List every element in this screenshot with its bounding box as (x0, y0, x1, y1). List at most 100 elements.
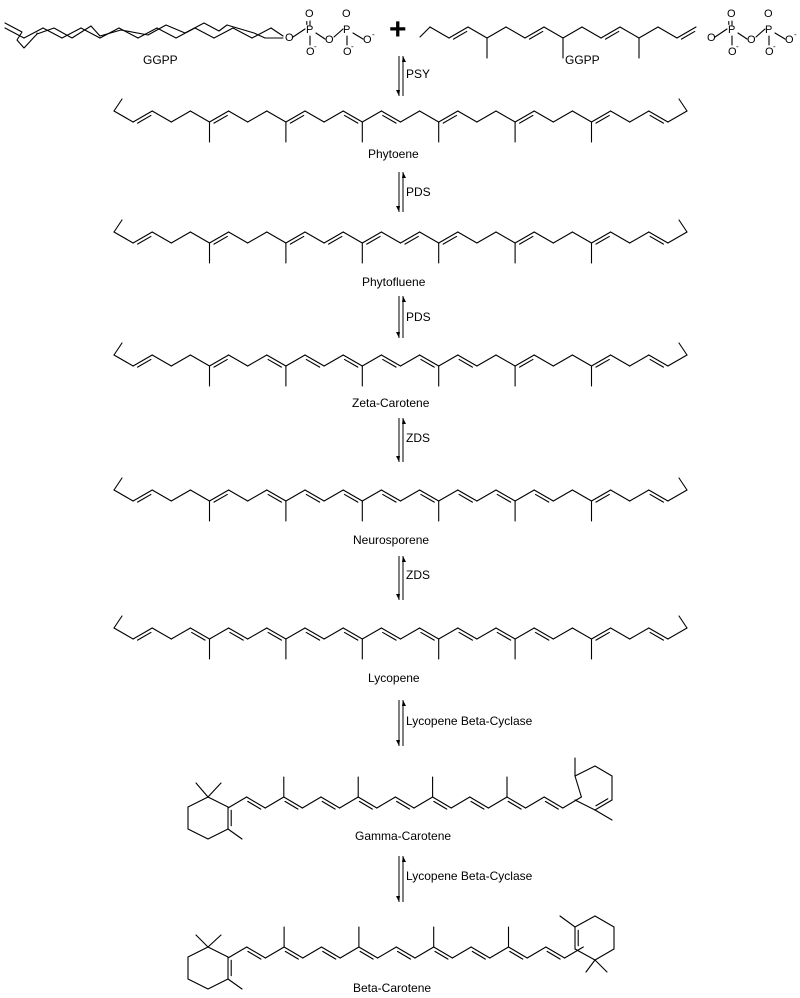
zeta-carotene-double-12 (342, 354, 363, 367)
lycopene-bond-21 (514, 627, 535, 640)
gamma-carotene-label: Gamma-Carotene (355, 829, 451, 843)
gamma-ring-bond-3 (187, 828, 209, 840)
beta-chain-double-13 (470, 946, 491, 959)
gamma-chain-double-11-second (433, 800, 448, 810)
beta-chain-double-3 (283, 946, 304, 959)
arrow-lcyb-2-up-head (402, 856, 406, 862)
lycopene-double-14 (380, 627, 402, 640)
lycopene-bond-17 (438, 627, 459, 640)
ggpp-right-bond-8 (581, 26, 602, 39)
beta-chain-double-1-second (247, 950, 262, 960)
phytoene-bond-20 (495, 110, 516, 123)
phytoene-bond-4 (189, 110, 211, 123)
phytofluene-bond-22 (533, 231, 554, 244)
phytoene-bond-23 (552, 110, 573, 123)
phytoene-bond-3 (170, 110, 191, 123)
phytofluene-double-9 (285, 231, 306, 244)
phytoene-double-17-second (442, 114, 458, 124)
beta-ring-left-bond-0 (207, 946, 229, 958)
zeta-carotene-bond-6 (228, 354, 249, 367)
gamma-chain-double-15 (506, 796, 527, 809)
ggpp-right-diphosphate-p1: P (728, 24, 735, 36)
neurosporene-double-12-second (343, 493, 359, 503)
lycopene-structure (113, 615, 688, 660)
zeta-carotene-double-5 (208, 354, 230, 367)
phytoene-bond-8 (266, 110, 287, 123)
zeta-carotene-double-14 (380, 354, 402, 367)
beta-chain-double-17-second (546, 950, 561, 960)
zeta-carotene-bond-26 (610, 354, 631, 367)
neurosporene-double-14 (380, 489, 402, 502)
lycopene-bond-9 (285, 627, 306, 640)
lycopene-double-18-second (458, 631, 473, 641)
phytofluene-bond-8 (266, 231, 287, 244)
ggpp-left-diphosphate-o1: O (285, 32, 294, 44)
beta-chain-double-11 (433, 946, 453, 959)
ggpp-right-diphosphate-minus-1: - (736, 42, 739, 51)
plus-sign: + (389, 13, 407, 46)
zeta-carotene-double-5-second (213, 358, 228, 368)
arrow-psy-up-head (402, 56, 406, 62)
beta-chain-bond-8 (377, 946, 397, 959)
lycopene-bond-2 (151, 627, 172, 640)
enzyme-lcyb-2-label: Lycopene Beta-Cyclase (406, 869, 533, 883)
gamma-ring-methyl (227, 828, 243, 840)
neurosporene-bond-21 (514, 489, 535, 502)
enzyme-lcyb-1-label: Lycopene Beta-Cyclase (406, 714, 533, 728)
zeta-carotene-double-21-second (519, 358, 534, 368)
ggpp-right-diphosphate-bond-6 (774, 32, 786, 40)
ggpp-right-double-1 (448, 26, 469, 39)
phytoene-double-9 (285, 110, 306, 123)
ggpp-right-diphosphate-minus-3: - (794, 30, 797, 39)
phytoene-double-17 (438, 110, 459, 123)
zeta-carotene-bond-2 (151, 354, 172, 367)
beta-chain-double-9 (395, 946, 416, 959)
ggpp-left-diphosphate-bond-6 (352, 32, 364, 40)
zeta-carotene-terminal-a (113, 342, 123, 356)
phytoene-double-14 (380, 110, 402, 123)
gamma-chain-double-1 (246, 796, 266, 809)
phytofluene-double-15-second (404, 235, 419, 245)
neurosporene-double-14-second (382, 493, 397, 503)
lycopene-double-22 (533, 627, 554, 640)
zeta-carotene-structure (113, 342, 688, 387)
gamma-tail-double-second (595, 798, 609, 807)
ggpp-right-double-5-second (528, 30, 544, 40)
lycopene-double-8-second (267, 631, 282, 641)
phytofluene-double-13 (361, 231, 382, 244)
ggpp-right-diphosphate-bond-4 (755, 28, 766, 38)
ggpp-right-double-1-second (452, 30, 468, 40)
ggpp-left-skeleton (4, 22, 284, 49)
gamma-chain-double-7 (357, 796, 378, 809)
gamma-gem-methyl-a (195, 782, 209, 798)
zeta-carotene-double-14-second (382, 358, 397, 368)
gamma-chain-double-15-second (507, 800, 522, 810)
zeta-carotene-double-12-second (343, 358, 359, 368)
zeta-carotene-double-18-second (458, 358, 473, 368)
lycopene-label: Lycopene (368, 671, 420, 685)
gamma-chain-double-17-second (544, 800, 559, 810)
zeta-carotene-bond-20 (495, 354, 516, 367)
phytoene-bond-27 (629, 110, 650, 123)
phytoene-bond-2 (151, 110, 172, 123)
ggpp-right-diphosphate-bond-1 (714, 28, 728, 38)
beta-chain-bond-16 (526, 946, 547, 959)
neurosporene-label: Neurosporene (353, 533, 429, 547)
lycopene-bond-27 (629, 627, 650, 640)
phytofluene-bond-3 (170, 231, 191, 244)
gamma-chain-bond-12 (450, 796, 471, 809)
lycopene-double-20 (495, 627, 516, 640)
phytofluene-bond-0 (113, 231, 134, 244)
lycopene-double-12-second (343, 631, 359, 641)
phytofluene-bond-19 (476, 231, 497, 244)
neurosporene-bond-3 (170, 489, 191, 502)
gamma-chain-double-5 (320, 796, 341, 809)
zeta-carotene-double-16-second (420, 358, 435, 368)
phytofluene-bond-24 (571, 231, 593, 244)
enzyme-zds-2-label: ZDS (406, 568, 430, 582)
phytoene-bond-22 (533, 110, 554, 123)
phytoene-bond-19 (476, 110, 497, 123)
zeta-carotene-double-25 (590, 354, 612, 367)
beta-right-gem-a (585, 959, 596, 973)
phytoene-double-21 (514, 110, 535, 123)
